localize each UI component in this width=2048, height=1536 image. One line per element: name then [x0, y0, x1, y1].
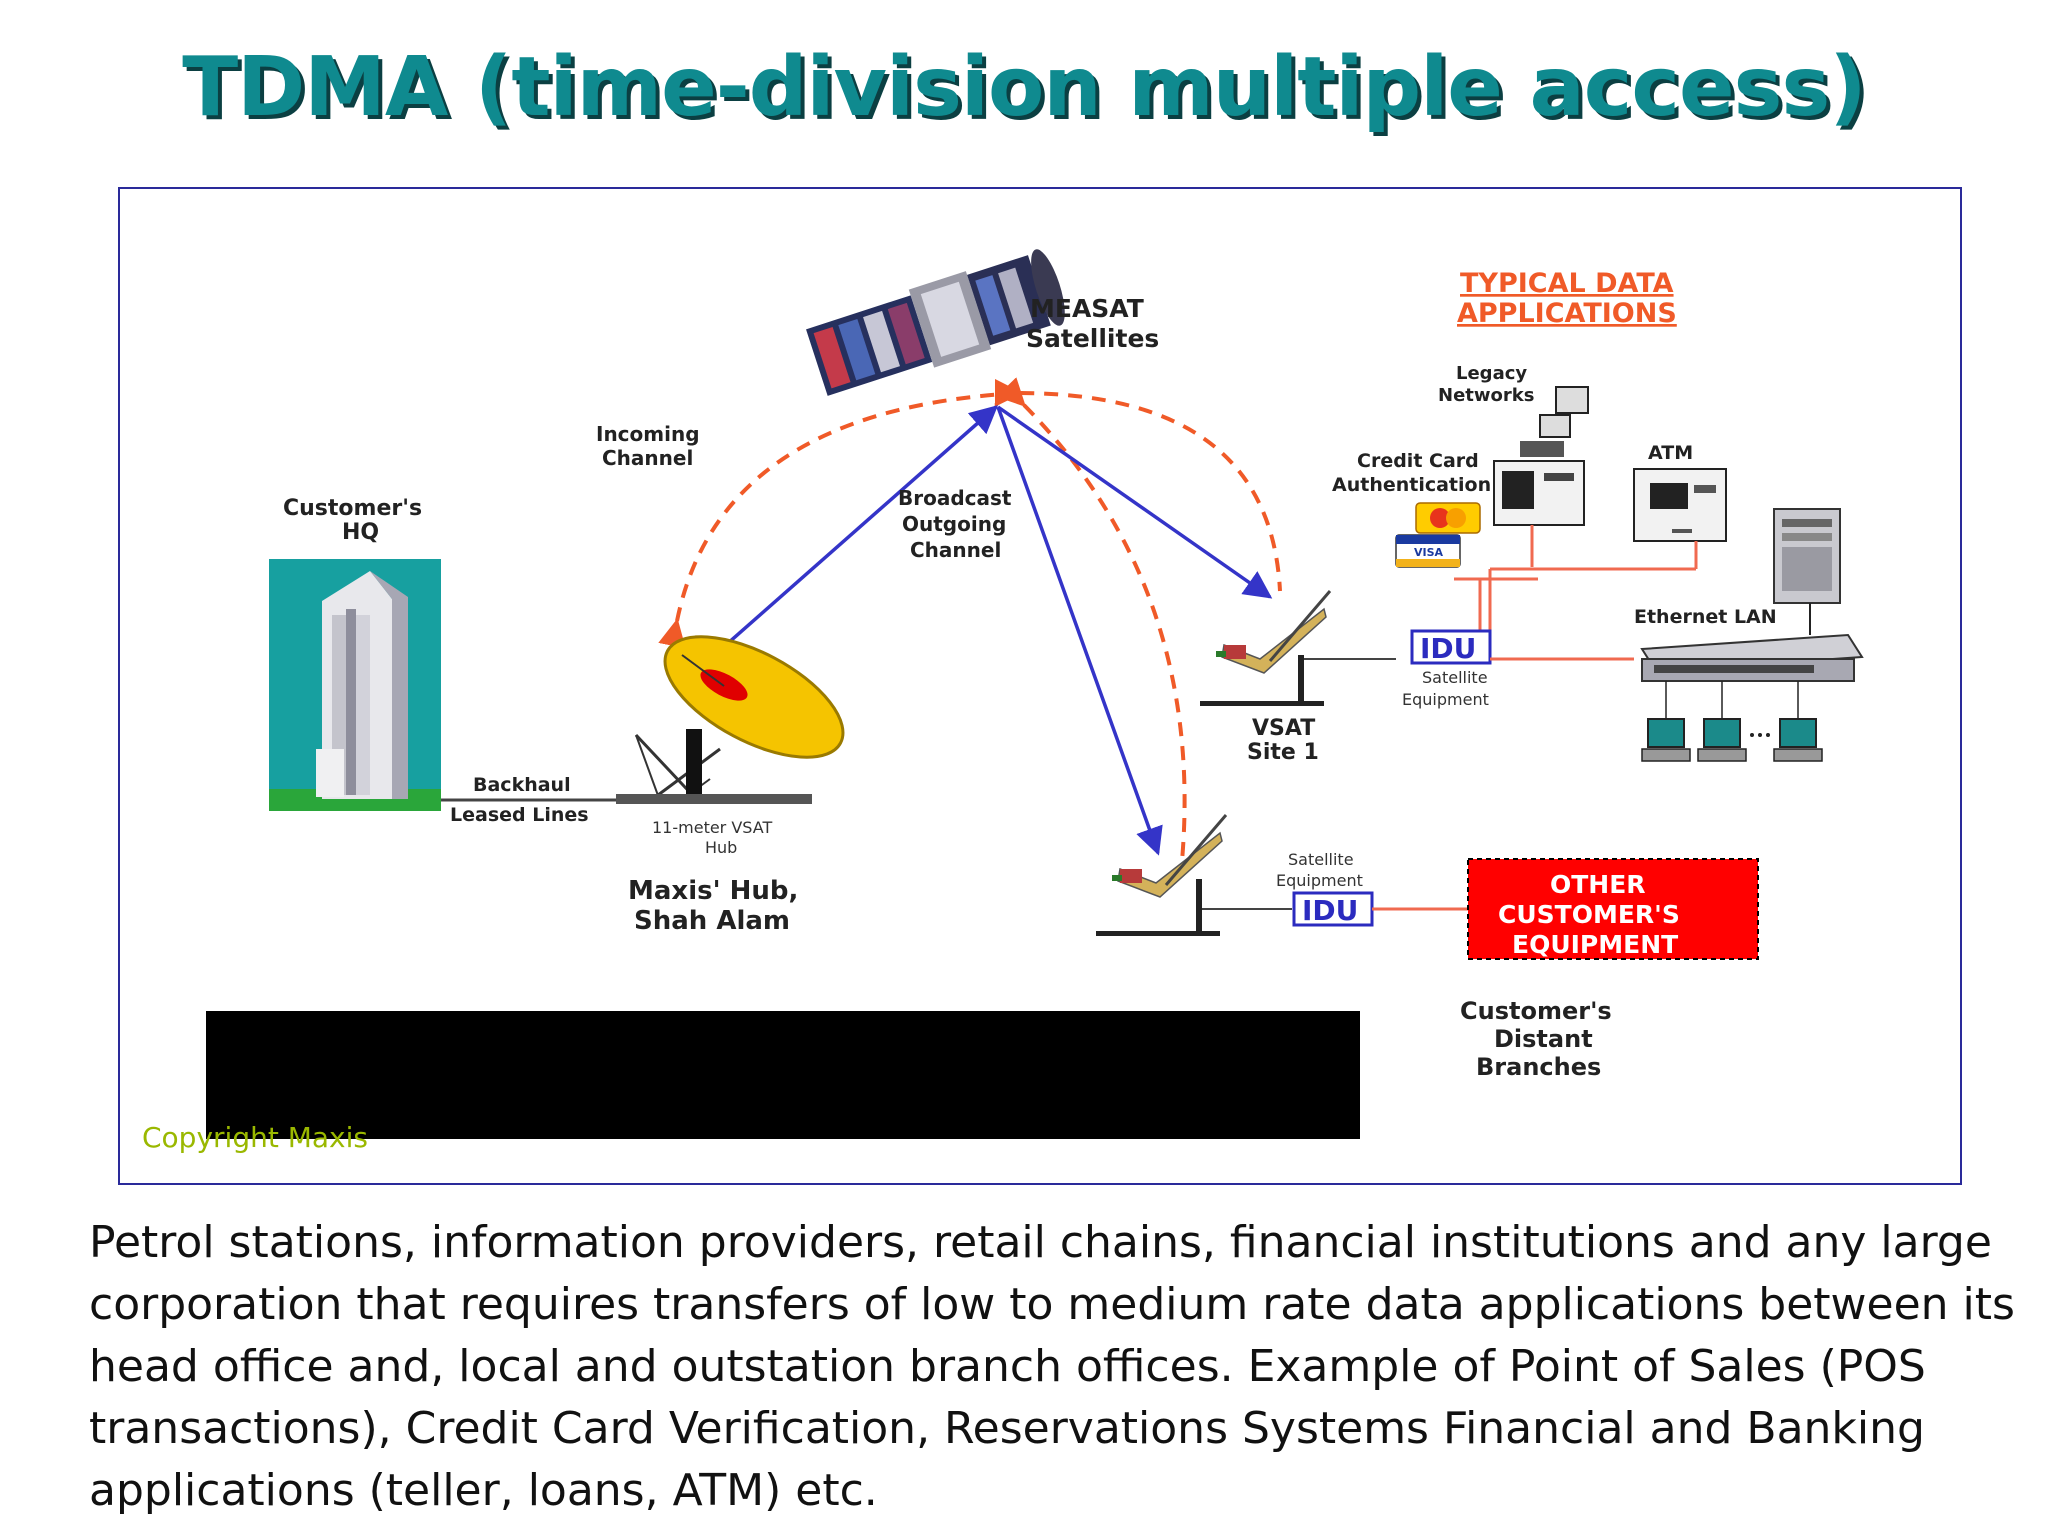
ethernet-label: Ethernet LAN [1634, 606, 1777, 628]
downlink-vsat1-line [996, 405, 1273, 599]
downlink-branch-line [996, 406, 1163, 856]
broadcast-label-1: Broadcast [898, 486, 1012, 510]
satellite-icon [806, 249, 1065, 396]
idu2-equip-2: Equipment [1276, 871, 1363, 890]
branch-return-arc [996, 377, 1187, 862]
building-icon [269, 559, 441, 811]
distant-label-1: Customer's [1460, 997, 1612, 1025]
satellite-label-2: Satellites [1026, 324, 1159, 353]
typical-label-1: TYPICAL DATA [1460, 268, 1674, 299]
tdma-diagram: MEASAT Satellites Incoming Channel Broad… [118, 187, 1962, 1185]
idu1-label: IDU [1420, 632, 1476, 665]
incoming-label-2: Channel [602, 446, 693, 470]
atm-label: ATM [1648, 442, 1693, 464]
vsat1-return-arc [994, 378, 1282, 592]
workstation-icon [1641, 681, 1823, 762]
distant-label-3: Branches [1476, 1053, 1601, 1081]
slide-title: TDMA (time-division multiple access) [182, 40, 1866, 135]
hub-dish-icon [616, 635, 845, 804]
credit-label-2: Authentication [1332, 474, 1491, 496]
hub-dish-label-2: Hub [705, 838, 737, 857]
legacy-terminal-icon [1493, 386, 1589, 526]
switch-icon [1640, 633, 1864, 682]
diagram-canvas: MEASAT Satellites Incoming Channel Broad… [142, 249, 1864, 1154]
other-equipment-box [1467, 858, 1759, 960]
copyright-label: Copyright Maxis [142, 1121, 368, 1154]
broadcast-label-2: Outgoing [902, 512, 1006, 536]
incoming-label-1: Incoming [596, 422, 700, 446]
other-label-1: OTHER [1550, 870, 1646, 899]
hub-label-1: Maxis' Hub, [628, 876, 798, 906]
visa-label: VISA [1414, 546, 1444, 559]
typical-label-2: APPLICATIONS [1457, 298, 1677, 329]
idu2-equip-1: Satellite [1288, 850, 1354, 869]
slide-caption: Petrol stations, information providers, … [89, 1217, 2015, 1516]
server-icon [1773, 508, 1841, 604]
idu1-equip-2: Equipment [1402, 690, 1489, 709]
idu1-box [1410, 629, 1492, 665]
incoming-channel-arc [658, 391, 1021, 649]
idu2-box [1292, 891, 1374, 927]
hq-label-2: HQ [342, 520, 379, 545]
other-label-3: EQUIPMENT [1512, 930, 1678, 959]
legacy-label-2: Networks [1438, 385, 1534, 406]
redaction-block [206, 1011, 1360, 1139]
hub-dish-label-1: 11-meter VSAT [652, 818, 772, 837]
backhaul-label-2: Leased Lines [450, 804, 589, 826]
credit-label-1: Credit Card [1357, 450, 1479, 472]
hq-label-1: Customer's [283, 496, 422, 521]
credit-card-icon: VISA [1395, 502, 1481, 568]
idu1-equip-1: Satellite [1422, 668, 1488, 687]
atm-icon [1633, 468, 1727, 542]
other-label-2: CUSTOMER'S [1498, 900, 1680, 929]
legacy-label-1: Legacy [1456, 363, 1527, 384]
idu2-label: IDU [1302, 894, 1358, 927]
satellite-label-1: MEASAT [1030, 294, 1144, 323]
vsat1-label-2: Site 1 [1247, 740, 1319, 765]
backhaul-label-1: Backhaul [473, 774, 571, 796]
vsat1-dish-icon [1200, 590, 1332, 706]
branch-dish-icon [1096, 814, 1228, 936]
broadcast-label-3: Channel [910, 538, 1001, 562]
vsat1-label-1: VSAT [1252, 716, 1315, 741]
distant-label-2: Distant [1494, 1025, 1593, 1053]
hub-label-2: Shah Alam [634, 906, 790, 936]
uplink-line [708, 405, 999, 661]
